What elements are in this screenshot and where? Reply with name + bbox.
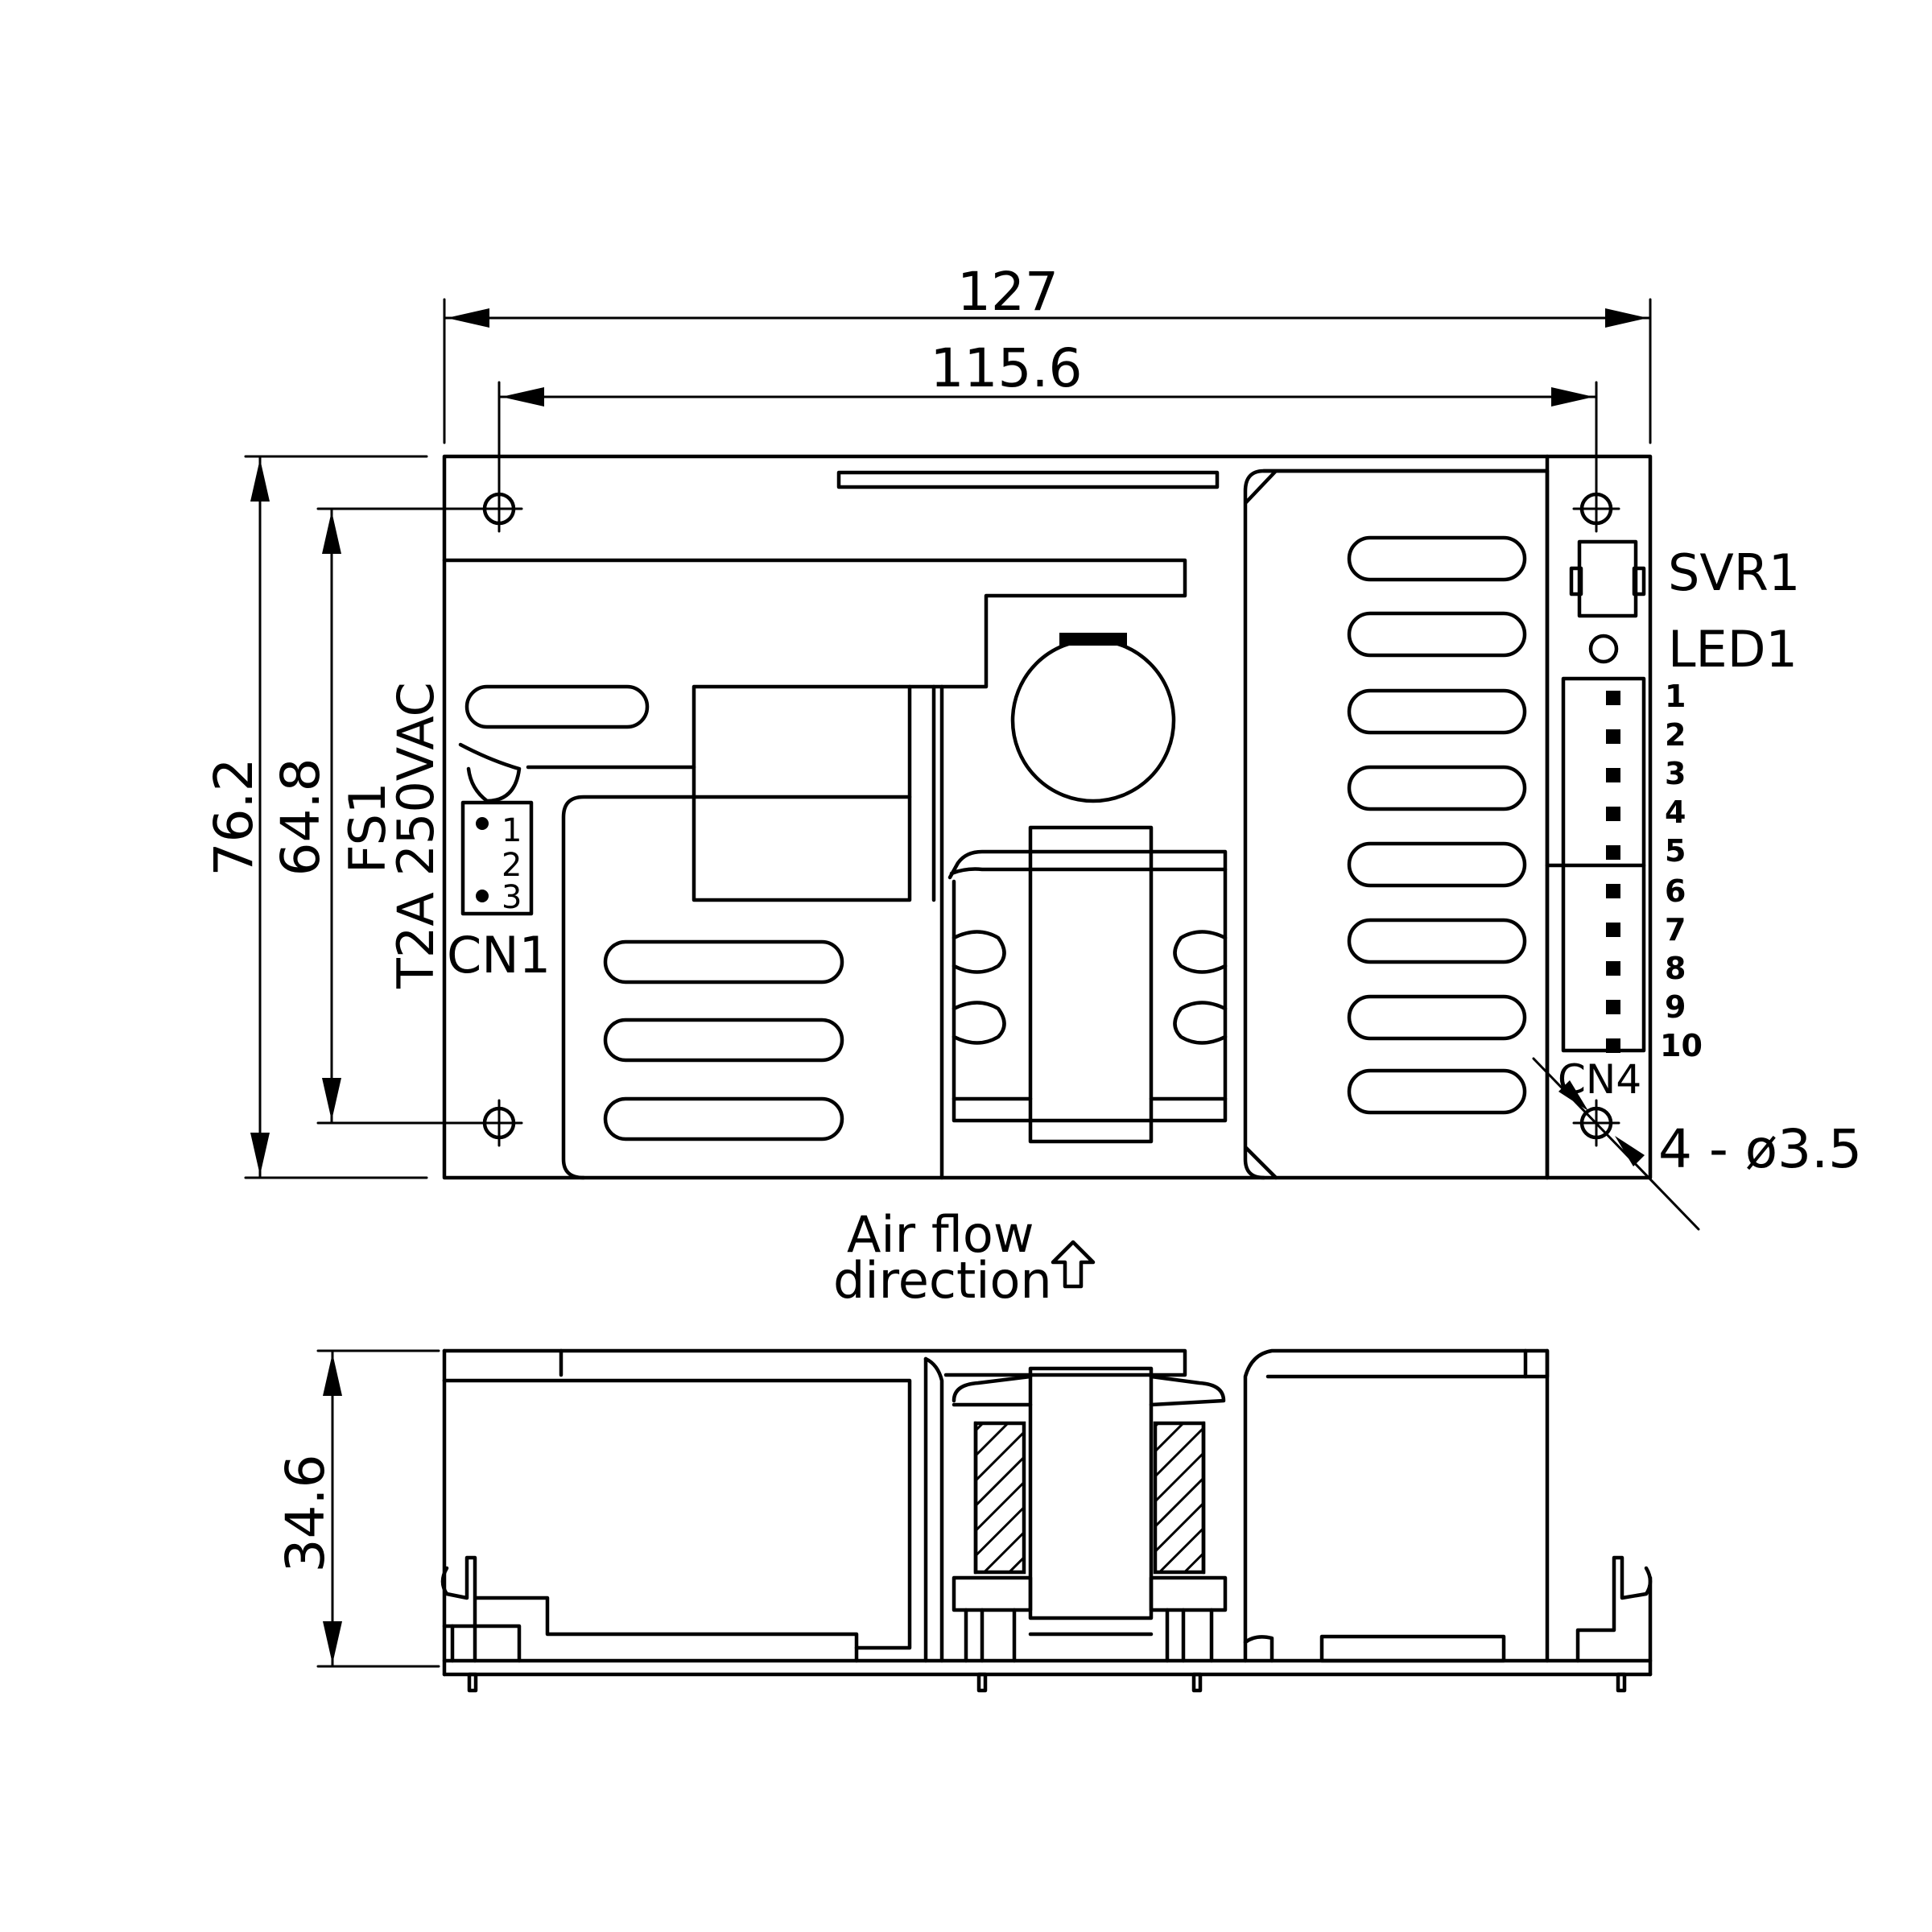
- dim-side-height: 34.6: [275, 1455, 336, 1573]
- cn4-pin-1: 1: [1665, 679, 1686, 714]
- slot-right-5: [1347, 841, 1527, 888]
- cn1-pin-1: 1: [502, 812, 522, 849]
- led1-label: LED1: [1668, 620, 1798, 679]
- cn1-pin-2: 2: [502, 847, 522, 884]
- slot-right-2: [1347, 611, 1527, 658]
- cn4-pin-square: [1606, 768, 1620, 782]
- capacitor: [1010, 638, 1176, 803]
- transformer: [947, 825, 1228, 1144]
- svr1-label: SVR1: [1668, 543, 1800, 602]
- airflow-line-1: Air flow: [847, 1205, 1034, 1264]
- airflow-note: Air flow direction: [833, 1205, 1096, 1310]
- cn4-pin-9: 9: [1665, 989, 1686, 1025]
- slot-upper-left: [464, 684, 650, 729]
- airflow-line-2: direction: [833, 1251, 1052, 1310]
- side-view: [440, 1348, 1653, 1693]
- fuse-id-label: FS1: [338, 782, 397, 873]
- slot-left-1: [603, 939, 844, 985]
- dim-hole-spacing-x: 115.6: [931, 337, 1083, 399]
- cn4-pin-square: [1606, 1038, 1620, 1053]
- cn4-pin-square: [1606, 1000, 1620, 1014]
- cn4-pin-square: [1606, 807, 1620, 821]
- cn4-pin-square: [1606, 691, 1620, 705]
- top-strip: [836, 470, 1220, 489]
- cn4-pin-7: 7: [1665, 912, 1686, 947]
- slot-right-4: [1347, 765, 1527, 811]
- slot-right-1: [1347, 535, 1527, 582]
- cn1-label: CN1: [447, 926, 551, 985]
- side-dimension: 34.6: [275, 1349, 440, 1668]
- airflow-arrow-icon: [1051, 1240, 1096, 1289]
- slot-right-3: [1347, 688, 1527, 735]
- inlet-bump: [458, 742, 522, 803]
- pcb-outline: [442, 454, 1653, 1180]
- slot-right-6: [1347, 918, 1527, 964]
- transformer-side: [952, 1366, 1228, 1663]
- dim-overall-width: 127: [957, 261, 1059, 323]
- cn4-pin-6: 6: [1665, 873, 1686, 909]
- capacitor-band: [1059, 633, 1127, 646]
- cn4-pin-square: [1606, 845, 1620, 860]
- dim-mount-holes: 4 - ø3.5: [1658, 1118, 1862, 1180]
- cn4-pin-5: 5: [1665, 833, 1686, 869]
- slot-right-7: [1347, 994, 1527, 1041]
- led1-indicator: [1588, 634, 1619, 664]
- right-heatsink: [1243, 469, 1550, 1180]
- cn1-connector: [460, 800, 534, 916]
- top-view: 1 2 3 1 2 3 4 5 6 7 8 9 10 SVR1 LED1 CN4…: [338, 454, 1800, 1180]
- slot-left-3: [603, 1096, 844, 1141]
- svr1-trimmer: [1569, 539, 1646, 618]
- cn4-pin-square: [1606, 884, 1620, 898]
- center-channel: [691, 684, 944, 1180]
- cn4-pin-3: 3: [1665, 756, 1686, 791]
- cn4-pin-10: 10: [1660, 1028, 1703, 1063]
- slot-left-2: [603, 1018, 844, 1063]
- fuse-rating-label: T2A 250VAC: [386, 682, 445, 989]
- slot-right-8: [1347, 1068, 1527, 1115]
- cn4-pin-2: 2: [1665, 717, 1686, 753]
- upper-left-heatsink: [442, 558, 1187, 770]
- cn4-connector: [1545, 676, 1646, 1053]
- cn4-pin-square: [1606, 923, 1620, 937]
- cn4-pin-square: [1606, 961, 1620, 976]
- dimension-lines: 127 115.6 76.2 64.8 4 - ø3.5: [203, 261, 1862, 1231]
- cn4-pin-8: 8: [1665, 951, 1686, 986]
- mounting-holes: [475, 485, 1620, 1147]
- dim-overall-height: 76.2: [203, 758, 265, 877]
- dim-hole-spacing-y: 64.8: [270, 758, 332, 877]
- left-heatsink: [561, 795, 912, 1180]
- cn4-pin-4: 4: [1665, 795, 1686, 830]
- cn1-pin-3: 3: [502, 879, 522, 916]
- cn4-pin-square: [1606, 729, 1620, 744]
